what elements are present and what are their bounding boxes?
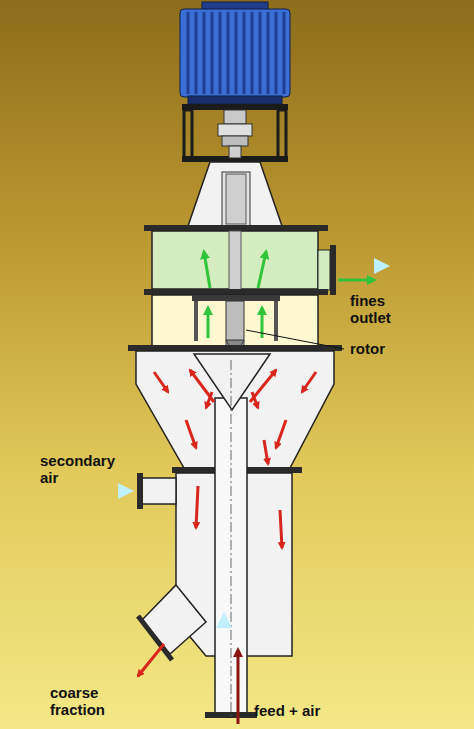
fines-chamber [318,250,330,290]
leader-line [246,330,344,349]
rotor-chamber [192,295,280,301]
air-flow-arrow [196,486,198,528]
rotor-chamber [144,289,328,295]
feed-flow-arrow [84,487,128,495]
air-flow-arrow [138,644,164,676]
air-flow-arrow [154,372,168,392]
motor [203,12,206,94]
part-label: fines outlet [350,292,420,326]
upper-housing [222,172,250,226]
motor [180,2,290,104]
upper-housing [188,162,282,226]
motor-frame [182,104,288,162]
feed-pipe [194,354,270,718]
fines-flow-arrow [204,252,266,338]
rotor-chamber [152,295,318,346]
part-label: rotor [350,340,420,357]
part-label: coarse fraction [50,684,130,718]
rotor-chamber [144,289,328,352]
motor [251,12,254,94]
fines-flow-arrow [258,252,266,288]
motor-frame [222,136,248,146]
air-flow-arrow [186,420,196,448]
lower-body [137,473,143,509]
motor [187,12,190,94]
motor-frame [278,110,286,158]
motor-frame [182,104,288,110]
air-flow-arrow [252,392,258,408]
air-flow-arrow [206,392,212,408]
fines-chamber [330,245,336,295]
motor [235,12,238,94]
motor-frame [224,110,246,124]
motor [188,12,284,94]
fines-flow-arrow [207,308,210,338]
feed-flow-arrow [84,266,384,724]
motor [227,12,230,94]
feed-flow-arrow [338,262,384,270]
part-label: feed + air [254,702,364,719]
upper-housing [226,174,246,224]
motor-frame [229,146,241,158]
air-flow-arrow [280,510,282,548]
motor [211,12,214,94]
lower-body [142,478,176,504]
motor-frame [184,110,192,158]
part-label: secondary air [40,452,124,486]
motor [243,12,246,94]
motor [188,96,282,104]
rotor-chamber [194,301,198,341]
feed-flow-arrow [221,618,227,724]
feed-flow-arrow [338,279,374,282]
motor-frame [218,124,252,136]
rotor-chamber [274,301,278,341]
lower-body [142,585,206,654]
motor [180,9,290,97]
motor [283,12,286,94]
fines-flow-arrow [204,252,210,288]
feed-pipe [231,360,232,716]
upper-housing [188,162,282,226]
fines-chamber [144,225,328,231]
classifier-cone [128,345,342,351]
feed-pipe [194,354,270,410]
motor [259,12,262,94]
motor [219,12,222,94]
fines-chamber [144,225,336,346]
air-flow-arrow [302,372,316,392]
motor [267,12,270,94]
air-flow-arrow [276,420,286,448]
motor [275,12,278,94]
air-flow-arrow [264,440,268,464]
motor [195,12,198,94]
feed-flow-arrow [237,650,240,724]
